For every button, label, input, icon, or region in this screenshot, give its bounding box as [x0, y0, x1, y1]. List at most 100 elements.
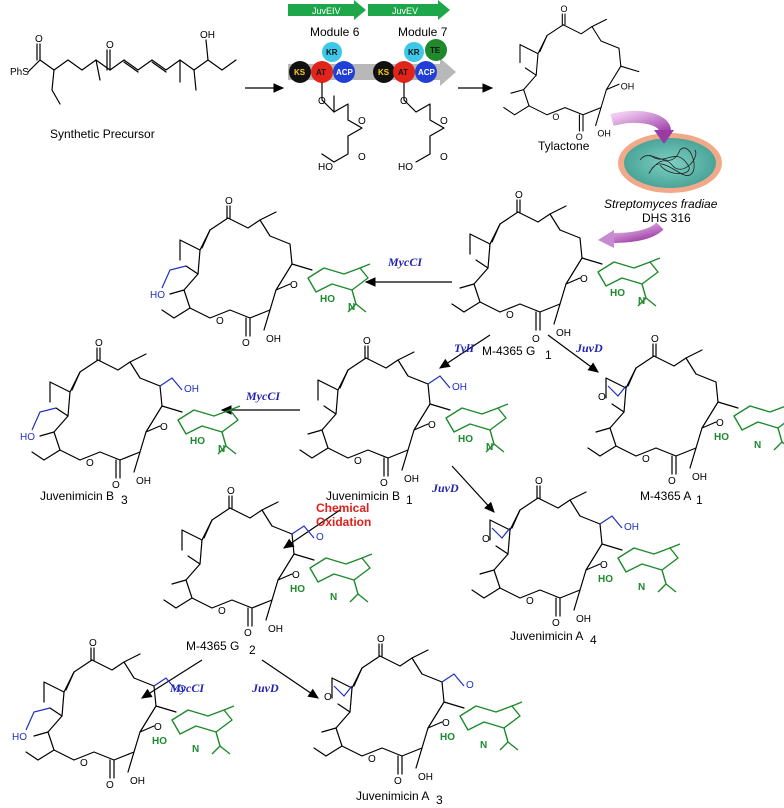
arrow-juvd-3: [261, 659, 319, 699]
kr-domain-7: [404, 42, 424, 62]
svg-text:O: O: [532, 334, 540, 345]
at-domain-7: [393, 61, 415, 83]
m4365-g2-label: M-4365 G: [186, 639, 239, 653]
svg-text:OH: OH: [268, 624, 283, 635]
svg-text:O: O: [598, 392, 606, 403]
svg-text:OH: OH: [136, 476, 151, 487]
organism-strain: DHS 316: [642, 211, 691, 225]
svg-text:O: O: [316, 532, 324, 543]
svg-text:HO: HO: [440, 732, 455, 743]
svg-text:HO: HO: [714, 432, 729, 443]
svg-text:HO: HO: [12, 732, 27, 743]
svg-text:O: O: [318, 96, 326, 107]
svg-text:KS: KS: [294, 68, 306, 77]
svg-text:O: O: [428, 420, 436, 431]
svg-text:OH: OH: [452, 382, 467, 393]
svg-text:OH: OH: [692, 472, 707, 483]
svg-text:HO: HO: [190, 436, 205, 447]
svg-text:O: O: [160, 422, 168, 433]
svg-text:OH: OH: [597, 128, 611, 138]
svg-text:O: O: [576, 132, 583, 142]
svg-text:HO: HO: [318, 162, 333, 173]
svg-text:O: O: [244, 628, 252, 639]
svg-text:N: N: [330, 592, 337, 603]
svg-text:O: O: [218, 606, 226, 617]
svg-text:O: O: [363, 336, 371, 347]
te-domain-7: [425, 39, 447, 61]
svg-text:TE: TE: [430, 46, 441, 55]
tylactone-structure: O OH O O OH: [503, 4, 640, 142]
kr-domain-6: [322, 42, 342, 62]
acp-domain-7: [415, 61, 437, 83]
arrow-mycci-3: [140, 659, 203, 699]
juveiv-arrow: [288, 0, 366, 20]
svg-text:O: O: [442, 718, 450, 729]
juvd-label-1: JuvD: [575, 341, 603, 355]
chemical-label-line1: Chemical: [316, 501, 369, 515]
svg-text:OH: OH: [418, 772, 433, 783]
svg-text:O: O: [561, 4, 568, 14]
arrow-juvd-1: [547, 334, 599, 373]
juvenimicin-a3-label: Juvenimicin A: [356, 789, 429, 803]
g2-mycci-product-structure: O O O O OH O HO HO N: [12, 638, 235, 791]
at-domain-6: [311, 61, 333, 83]
juvev-label: JuvEV: [392, 6, 418, 16]
svg-text:O: O: [380, 478, 388, 489]
svg-text:KR: KR: [326, 48, 338, 57]
svg-text:1: 1: [406, 493, 413, 507]
module7-label: Module 7: [398, 25, 448, 39]
svg-text:ACP: ACP: [418, 68, 436, 77]
svg-text:O: O: [358, 116, 366, 127]
svg-text:HO: HO: [610, 288, 625, 299]
synthetic-precursor-label: Synthetic Precursor: [50, 127, 155, 141]
svg-text:HO: HO: [152, 736, 167, 747]
juvd-label-2: JuvD: [431, 481, 459, 495]
svg-text:O: O: [95, 338, 103, 349]
precursor-oh: OH: [200, 30, 215, 41]
svg-text:O: O: [394, 776, 402, 787]
m4365-g1-structure: O O O O OH HO N: [451, 190, 661, 345]
juvenimicin-b1-label: Juvenimicin B: [326, 489, 400, 503]
svg-text:O: O: [526, 596, 534, 607]
svg-text:1: 1: [696, 493, 703, 507]
svg-text:N: N: [192, 744, 199, 755]
svg-text:O: O: [668, 476, 676, 487]
svg-text:3: 3: [121, 493, 128, 507]
svg-text:O: O: [242, 338, 250, 349]
mycci-label-3: MycCI: [169, 681, 205, 695]
svg-text:O: O: [86, 458, 94, 469]
svg-text:O: O: [354, 456, 362, 467]
juvenimicin-a4-label: Juvenimicin A: [510, 629, 583, 643]
pks-modules: JuvEIV JuvEV Module 6 Module 7 KS AT KR …: [288, 0, 456, 173]
precursor-ketone2-o: O: [106, 40, 114, 51]
svg-text:OH: OH: [404, 474, 419, 485]
svg-text:O: O: [515, 190, 523, 201]
svg-text:O: O: [377, 634, 385, 645]
svg-text:N: N: [638, 296, 645, 307]
svg-text:O: O: [89, 638, 97, 649]
svg-text:HO: HO: [398, 162, 413, 173]
m4365-g2-structure: O O O O OH O HO N: [163, 486, 373, 639]
mycci-product-structure: O O O O OH HO HO N: [150, 196, 371, 349]
svg-text:AT: AT: [316, 68, 326, 77]
svg-text:O: O: [400, 96, 408, 107]
svg-text:O: O: [106, 780, 114, 791]
svg-text:OH: OH: [556, 328, 571, 339]
svg-text:O: O: [368, 754, 376, 765]
svg-text:O: O: [292, 570, 300, 581]
svg-text:O: O: [216, 316, 224, 327]
svg-text:O: O: [440, 152, 448, 163]
svg-text:O: O: [112, 480, 120, 491]
mycci-label-1: MycCI: [387, 255, 423, 269]
svg-text:O: O: [482, 534, 490, 545]
juveiv-label: JuvEIV: [312, 6, 341, 16]
juvev-arrow: [368, 0, 450, 20]
ks-domain-7: [373, 61, 395, 83]
svg-text:O: O: [80, 758, 88, 769]
svg-text:N: N: [480, 740, 487, 751]
m4365-g1-label: M-4365 G: [482, 344, 535, 358]
juvenimicin-a4-structure: O O O O OH OH O HO N: [471, 476, 681, 629]
arrow-juvd-2: [451, 465, 495, 513]
svg-text:O: O: [358, 152, 366, 163]
